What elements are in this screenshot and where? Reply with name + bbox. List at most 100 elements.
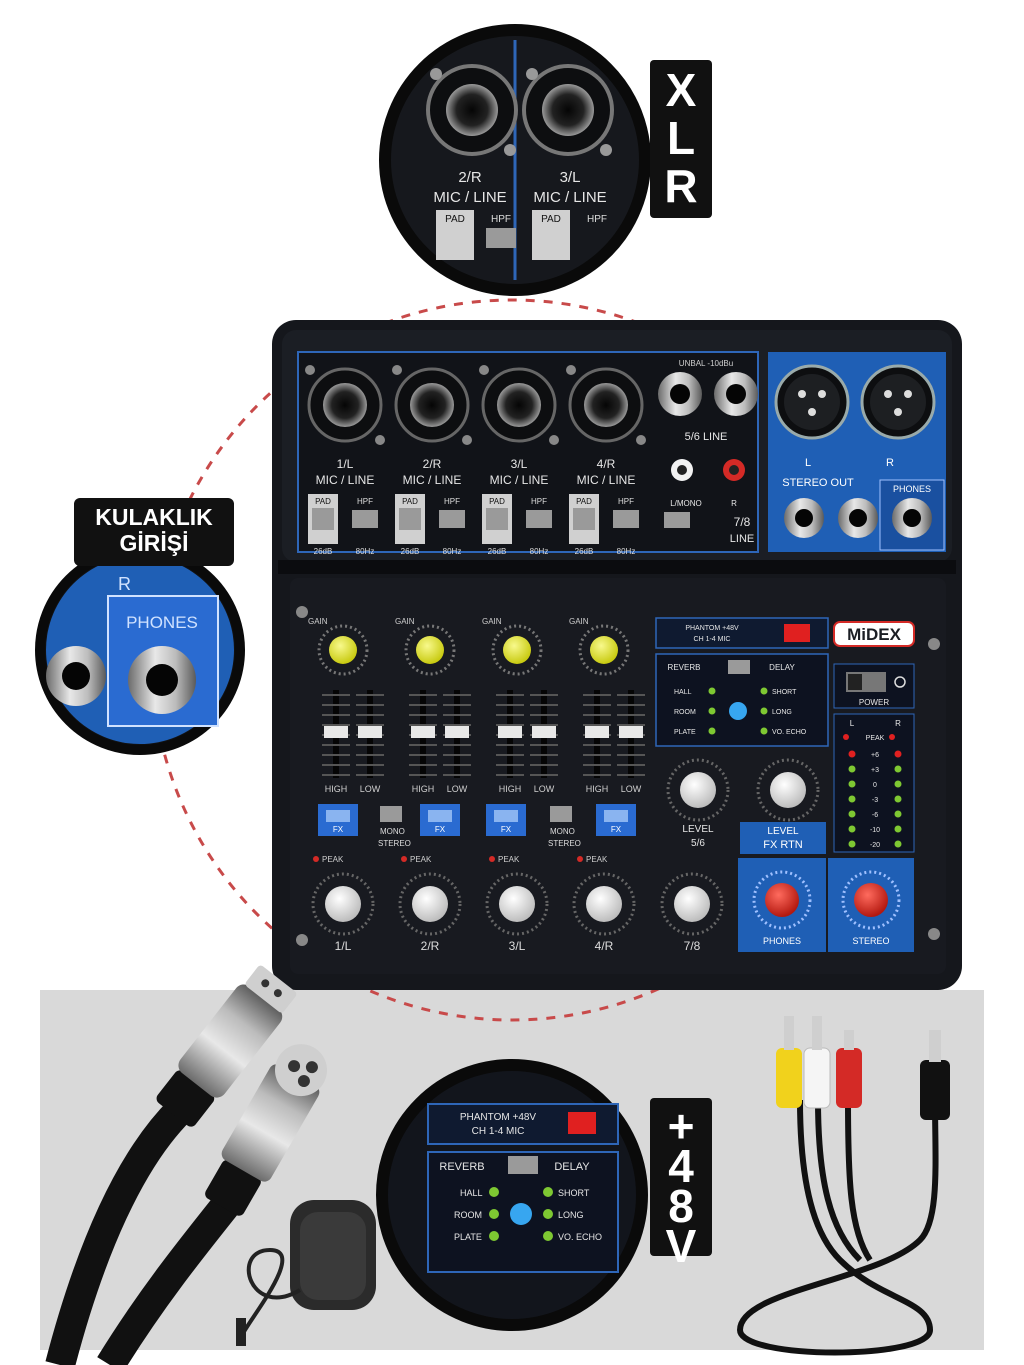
eq-slider-cap <box>498 726 522 738</box>
meter-led <box>894 780 902 788</box>
hpf-label-4: HPF <box>618 497 634 506</box>
peak-label-1: PEAK <box>322 855 344 864</box>
eq-slider-tick <box>496 694 524 696</box>
line-7-8-label: 7/8 <box>734 515 751 529</box>
meter-level-1: +3 <box>871 767 879 774</box>
level-56-value: 5/6 <box>691 838 705 849</box>
eq-slider-tick <box>409 714 437 716</box>
eq-slider-tick <box>583 694 611 696</box>
zoom-ch3-label: 3/L <box>560 169 581 186</box>
ch4-mic-line: MIC / LINE <box>577 473 636 487</box>
eq-slider-tick <box>583 714 611 716</box>
zoom-hpf-1: HPF <box>491 214 511 225</box>
rca-cable <box>736 1016 950 1356</box>
pad-label-4: PAD <box>576 497 592 506</box>
zoom-mic-line-1: MIC / LINE <box>433 189 506 206</box>
eq-slider-cap <box>324 726 348 738</box>
eq-slider-tick <box>617 744 645 746</box>
eq-slider-tick <box>530 764 558 766</box>
l-mono-label: L/MONO <box>670 499 702 508</box>
zoom-room-label: ROOM <box>454 1210 482 1220</box>
eq-slider-tick <box>583 704 611 706</box>
level-meter: L R PEAK +6 +3 0 -3 -6 -10 -20 <box>833 713 915 853</box>
hpf-value-1: 80Hz <box>356 547 375 556</box>
eq-slider-tick <box>356 714 384 716</box>
zoom-delay-label: DELAY <box>554 1161 590 1173</box>
zoom-phones: R PHONES <box>35 545 245 755</box>
eq-slider-tick <box>322 724 350 726</box>
eq-slider-tick <box>496 764 524 766</box>
zoom-phones-label: PHONES <box>126 613 198 632</box>
stereo-label-2: STEREO <box>548 839 581 848</box>
eq-slider-tick <box>496 744 524 746</box>
eq-slider-tick <box>443 724 471 726</box>
eq-slider-tick <box>530 694 558 696</box>
meter-peak-led <box>843 734 849 740</box>
meter-led <box>894 825 902 833</box>
meter-level-0: +6 <box>871 752 879 759</box>
eq-slider-tick <box>530 714 558 716</box>
zoom-phantom-sub: CH 1-4 MIC <box>472 1126 525 1137</box>
zoom-r-label: R <box>118 574 131 594</box>
low-label-2: LOW <box>447 784 468 794</box>
eq-slider-tick <box>409 754 437 756</box>
meter-level-6: -20 <box>870 842 880 849</box>
meter-r-label: R <box>895 719 901 728</box>
eq-slider-tick <box>530 754 558 756</box>
eq-slider-tick <box>322 704 350 706</box>
level-56-label: LEVEL <box>682 824 714 835</box>
zoom-pad-2: PAD <box>541 214 561 225</box>
reverb-label: REVERB <box>668 663 701 672</box>
short-label: SHORT <box>772 689 797 696</box>
pad-value-1: 26dB <box>314 547 333 556</box>
master-knobs: PHONES STEREO <box>738 858 914 952</box>
eq-slider-tick <box>409 704 437 706</box>
meter-led <box>848 750 856 758</box>
line-5-6-label: 5/6 LINE <box>685 431 728 443</box>
zoom-long-label: LONG <box>558 1210 584 1220</box>
stereo-r-label: R <box>886 457 894 469</box>
eq-slider-tick <box>322 764 350 766</box>
eq-slider-tick <box>322 774 350 776</box>
line-5-6-inputs: UNBAL -10dBu 5/6 LINE L/MONO R 7/8 LINE <box>658 359 758 545</box>
fx-label-2: FX <box>435 825 446 834</box>
zoom-reverb-label: REVERB <box>439 1161 484 1173</box>
eq-slider-tick <box>443 764 471 766</box>
eq-slider-tick <box>409 774 437 776</box>
accessories <box>45 965 950 1365</box>
hpf-label-2: HPF <box>444 497 460 506</box>
eq-slider-tick <box>530 774 558 776</box>
channel-labels: 1/L 2/R 3/L 4/R MIC / LINE MIC / LINE MI… <box>316 457 636 487</box>
ch2-label: 2/R <box>423 457 442 471</box>
level-fx-rtn: LEVEL 5/6 LEVEL FX RTN <box>666 758 826 854</box>
meter-led <box>894 810 902 818</box>
meter-led <box>894 765 902 773</box>
eq-slider-tick <box>356 754 384 756</box>
phantom-48v-tag: + 4 8 V <box>650 1098 712 1269</box>
ch3-label: 3/L <box>511 457 528 471</box>
xlr-combo-jacks <box>305 365 646 445</box>
power-section: POWER <box>833 663 915 709</box>
gain-label-1: GAIN <box>308 617 328 626</box>
r-label-78: R <box>731 499 737 508</box>
eq-slider-tick <box>617 714 645 716</box>
eq-slider-tick <box>443 754 471 756</box>
meter-led <box>848 795 856 803</box>
eq-slider-tick <box>496 704 524 706</box>
meter-led <box>848 780 856 788</box>
meter-led <box>848 840 856 848</box>
eq-slider-tick <box>617 694 645 696</box>
fx-rtn-label: FX RTN <box>763 839 803 851</box>
gain-label-3: GAIN <box>482 617 502 626</box>
eq-slider-tick <box>443 714 471 716</box>
pad-label-1: PAD <box>315 497 331 506</box>
hpf-label-3: HPF <box>531 497 547 506</box>
fx-buttons <box>318 804 636 836</box>
meter-led <box>894 750 902 758</box>
stereo-out-section: L R STEREO OUT PHONES <box>774 364 936 538</box>
eq-slider-tick <box>356 724 384 726</box>
eq-slider-cap <box>411 726 435 738</box>
eq-slider-tick <box>583 774 611 776</box>
